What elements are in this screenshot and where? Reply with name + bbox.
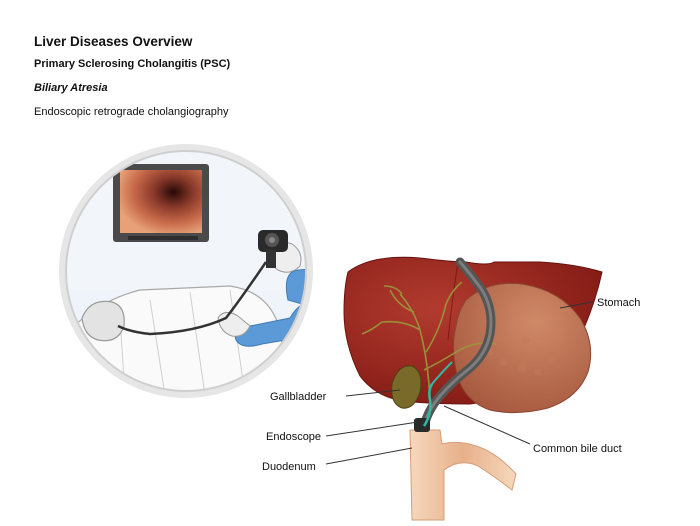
endoscope-cable <box>117 261 268 336</box>
leader-lines <box>325 301 593 465</box>
biliary-tree <box>361 281 497 401</box>
gallbladder <box>391 365 422 409</box>
procedure-inset <box>59 144 313 398</box>
patient-head <box>81 300 125 342</box>
subtitle-procedure: Endoscopic retrograde cholangiography <box>34 106 229 118</box>
common-bile-duct <box>422 383 434 427</box>
page-title: Liver Diseases Overview <box>34 34 193 49</box>
label-stomach: Stomach <box>597 297 640 309</box>
label-gallbladder: Gallbladder <box>270 391 327 403</box>
anatomy <box>343 256 603 521</box>
label-common-bile-duct: Common bile duct <box>533 443 622 455</box>
monitor <box>113 164 209 242</box>
label-endoscope: Endoscope <box>266 431 321 443</box>
subtitle-biliary-atresia: Biliary Atresia <box>34 82 108 94</box>
endoscope-handle <box>258 230 288 268</box>
label-duodenum: Duodenum <box>262 461 316 473</box>
duodenum <box>409 429 517 521</box>
subtitle-psc: Primary Sclerosing Cholangitis (PSC) <box>34 58 231 70</box>
